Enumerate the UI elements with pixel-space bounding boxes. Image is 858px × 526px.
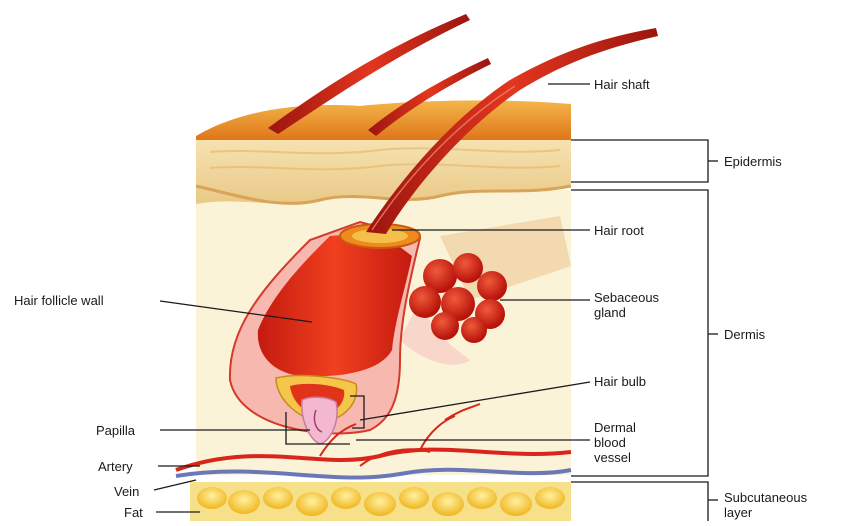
label-papilla: Papilla [96,423,135,438]
label-hair-follicle-wall: Hair follicle wall [14,293,104,308]
label-subcutaneous-layer: Subcutaneous layer [724,490,807,520]
bracket-subcutaneous [571,482,708,521]
leader-vein [154,480,196,490]
label-hair-root: Hair root [594,223,644,238]
fat-layer [190,482,571,521]
label-epidermis: Epidermis [724,154,782,169]
label-fat: Fat [124,505,143,520]
label-dermal-blood-vessel: Dermal blood vessel [594,420,636,465]
label-artery: Artery [98,459,133,474]
label-dermis: Dermis [724,327,765,342]
label-vein: Vein [114,484,139,499]
epidermis-layer [196,100,571,204]
bracket-epidermis [571,140,708,182]
label-hair-shaft: Hair shaft [594,77,650,92]
label-hair-bulb: Hair bulb [594,374,646,389]
label-sebaceous-gland: Sebaceous gland [594,290,659,320]
